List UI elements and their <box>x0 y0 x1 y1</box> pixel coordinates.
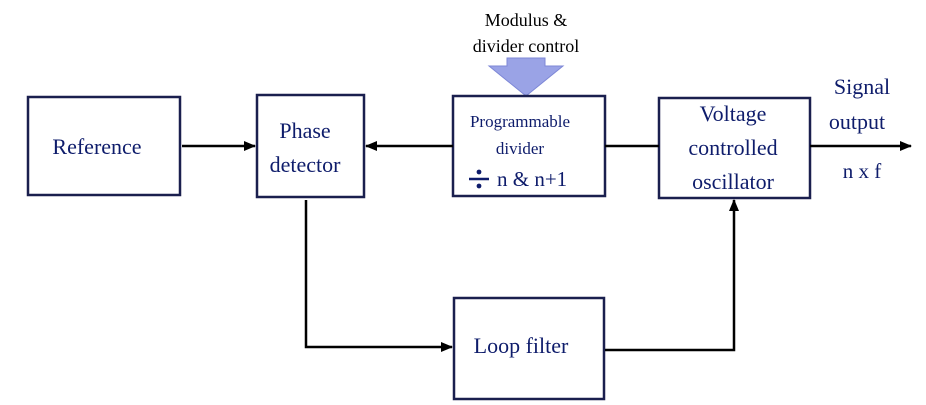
vco-label-line2: controlled <box>688 135 777 160</box>
reference-label: Reference <box>52 134 141 159</box>
control-label-line1: Modulus & <box>485 10 568 30</box>
divider-ratio-label: n & n+1 <box>497 167 567 191</box>
vco-label-line1: Voltage <box>700 101 767 126</box>
loop-filter-to-vco-arrow <box>605 199 739 352</box>
output-label-line2: output <box>829 109 885 134</box>
phase-detector-label-line1: Phase <box>279 118 330 143</box>
control-label-line2: divider control <box>473 36 579 56</box>
output-frequency-label: n x f <box>843 159 882 183</box>
loop-filter-block <box>452 296 606 401</box>
programmable-divider-label-line1: Programmable <box>470 112 570 131</box>
output-label-line1: Signal <box>834 74 890 99</box>
control-input-arrow <box>487 57 565 97</box>
reference-block <box>26 95 182 197</box>
vco-block <box>657 96 812 200</box>
division-sign-icon <box>469 169 489 189</box>
loop-filter-label: Loop filter <box>474 333 569 358</box>
phase-detector-to-loop-filter-arrow <box>304 200 453 352</box>
phase-detector-label-line2: detector <box>270 152 342 177</box>
phase-detector-block <box>255 93 366 199</box>
programmable-divider-label-line2: divider <box>496 139 544 158</box>
vco-label-line3: oscillator <box>692 169 775 194</box>
